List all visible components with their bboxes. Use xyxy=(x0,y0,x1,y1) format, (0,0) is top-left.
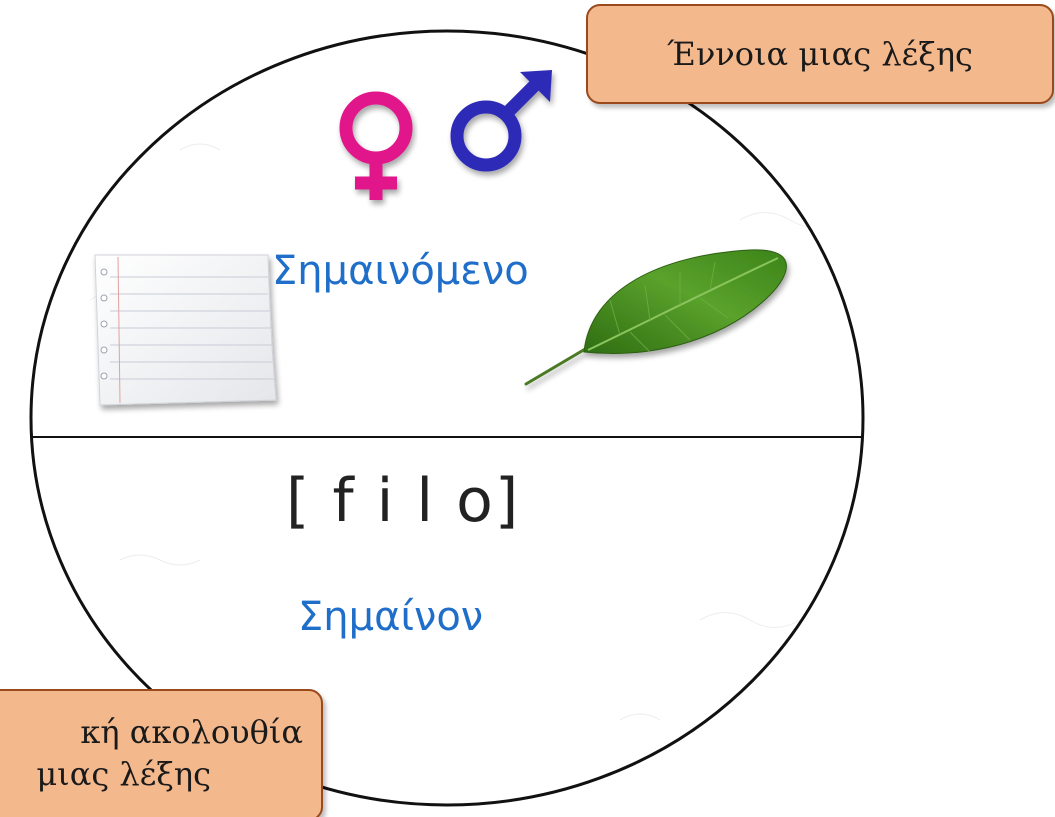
concept-callout: Έννοια μιας λέξης xyxy=(586,4,1054,104)
signifier-label: Σημαίνον xyxy=(298,594,484,640)
concept-callout-text: Έννοια μιας λέξης xyxy=(667,35,973,73)
venus-symbol-icon xyxy=(339,91,413,200)
phonetic-form: [ f i l o] xyxy=(286,466,521,536)
notepad-page-icon xyxy=(94,254,277,406)
signified-label: Σημαινόμενο xyxy=(272,248,529,294)
sound-sequence-callout-line2: μιας λέξης xyxy=(36,755,211,793)
mars-symbol-icon xyxy=(450,70,552,172)
sign-circle xyxy=(29,29,865,807)
sound-sequence-callout: κή ακολουθία μιας λέξης xyxy=(0,689,323,817)
green-leaf-icon xyxy=(524,249,787,386)
sound-sequence-callout-line1: κή ακολουθία xyxy=(80,713,303,751)
